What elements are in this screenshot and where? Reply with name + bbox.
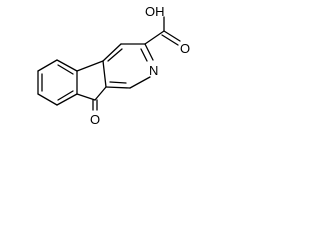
bond-benzene-6: [37, 59, 58, 72]
bond-carboxyl-co-2: [161, 34, 179, 46]
benzene-ring: [37, 59, 78, 106]
bond-benzene-2: [37, 93, 58, 106]
carboxyl-group: [144, 16, 181, 46]
ketone-oxygen-label: O: [90, 112, 100, 127]
bond-pyridine-4: [129, 76, 151, 89]
bond-carboxyl-co-1: [163, 30, 181, 42]
chemical-structure-diagram: OH O N O: [37, 4, 190, 127]
bond-five-4: [102, 60, 107, 88]
bond-five-2: [76, 93, 96, 101]
bond-pyridine-1-inner: [107, 48, 123, 62]
hydroxyl-label: OH: [145, 4, 165, 19]
pyridine-ring: [102, 43, 154, 89]
bond-five-1: [76, 60, 104, 72]
bond-carboxyl-chain: [144, 30, 165, 45]
bond-five-3: [94, 86, 107, 101]
bond-benzene-5: [56, 59, 78, 72]
bond-benzene-3: [56, 93, 78, 106]
five-membered-ring: [76, 60, 107, 101]
bond-pyridine-1: [102, 43, 122, 62]
bond-benzene-5-inner: [57, 64, 74, 75]
bond-benzene-3-inner: [57, 90, 74, 101]
bond-pyridine-3: [144, 43, 154, 61]
bond-pyridine-3-inner: [140, 48, 148, 62]
ketone-group: [92, 99, 98, 111]
bond-pyridine-5-inner: [109, 81, 127, 84]
carboxyl-oxygen-label: O: [180, 41, 190, 56]
bond-pyridine-5: [105, 86, 131, 89]
nitrogen-label: N: [149, 63, 158, 78]
